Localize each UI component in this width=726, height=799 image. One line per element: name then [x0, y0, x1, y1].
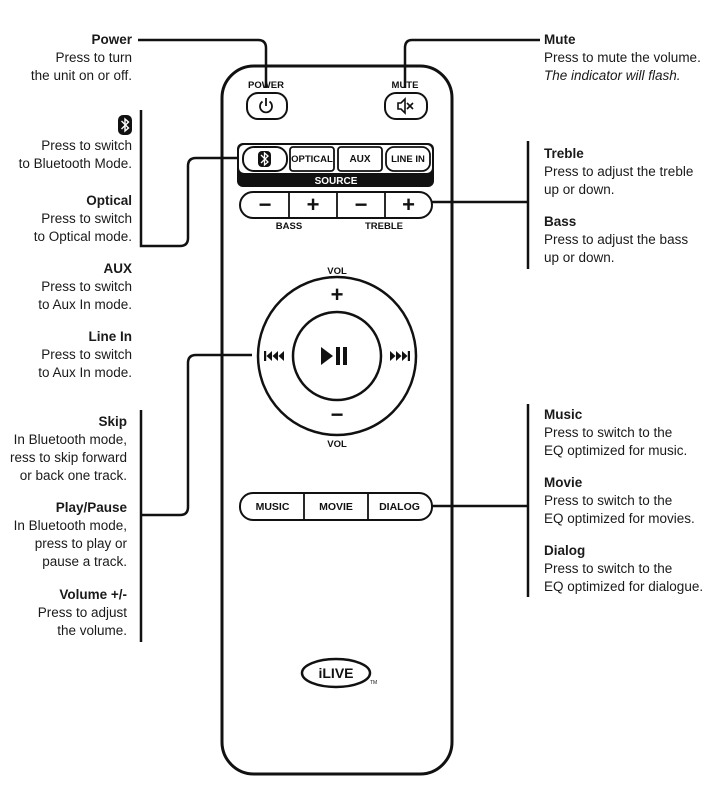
aux-title: AUX — [103, 261, 132, 276]
playpause-title: Play/Pause — [55, 500, 127, 515]
movie-desc-1: Press to switch to the — [544, 493, 673, 508]
bluetooth-callout-icon — [19, 115, 132, 137]
movie-callout: Movie Press to switch to the EQ optimize… — [544, 474, 695, 528]
music-desc-1: Press to switch to the — [544, 425, 673, 440]
bass-desc-1: Press to adjust the bass — [544, 232, 689, 247]
power-desc-2: the unit on or off. — [30, 68, 132, 83]
bass-title: Bass — [544, 214, 577, 229]
treble-title: Treble — [544, 146, 584, 161]
music-callout: Music Press to switch to the EQ optimize… — [544, 406, 687, 460]
dialog-callout: Dialog Press to switch to the EQ optimiz… — [544, 542, 703, 596]
vol-top-label: VOL — [327, 266, 347, 277]
dialog-title: Dialog — [544, 543, 586, 558]
treble-desc-2: up or down. — [544, 182, 615, 197]
music-button[interactable]: MUSIC — [255, 500, 290, 513]
dialog-button[interactable]: DIALOG — [379, 500, 420, 513]
bass-callout: Bass Press to adjust the bass up or down… — [544, 213, 688, 267]
bluetooth-callout: Press to switch to Bluetooth Mode. — [19, 115, 132, 173]
mute-title: Mute — [544, 32, 576, 47]
line-in-button[interactable] — [385, 146, 431, 172]
line-in-button-label: LINE IN — [391, 153, 425, 165]
optical-button-label: OPTICAL — [291, 153, 333, 165]
callout-lines — [138, 38, 540, 642]
volume-title: Volume +/- — [59, 587, 127, 602]
ilive-logo: iLIVE TM — [300, 657, 377, 689]
linein-callout: Line In Press to switch to Aux In mode. — [38, 328, 132, 382]
optical-button[interactable] — [289, 146, 335, 172]
aux-callout: AUX Press to switch to Aux In mode. — [38, 260, 132, 314]
playpause-desc-3: pause a track. — [42, 554, 127, 569]
mute-desc-2: The indicator will flash. — [544, 68, 681, 83]
dialog-desc-1: Press to switch to the — [544, 561, 673, 576]
treble-label: TREBLE — [365, 221, 403, 232]
skip-back-icon[interactable] — [264, 351, 284, 361]
optical-title: Optical — [86, 193, 132, 208]
playpause-desc-2: press to play or — [34, 536, 127, 551]
bluetooth-desc-2: to Bluetooth Mode. — [18, 156, 132, 171]
skip-callout: Skip In Bluetooth mode, ress to skip for… — [10, 413, 127, 485]
bluetooth-desc-1: Press to switch — [41, 138, 132, 153]
linein-desc-1: Press to switch — [41, 347, 132, 362]
mute-label: MUTE — [392, 80, 419, 91]
skip-desc-3: or back one track. — [19, 468, 127, 483]
bass-plus-button[interactable]: + — [306, 192, 320, 217]
bluetooth-icon — [258, 151, 271, 167]
vol-bottom-label: VOL — [327, 439, 347, 450]
playpause-desc-1: In Bluetooth mode, — [13, 518, 127, 533]
source-buttons-bg — [239, 145, 432, 173]
skip-desc-1: In Bluetooth mode, — [13, 432, 127, 447]
skip-title: Skip — [98, 414, 127, 429]
logo-trademark: TM — [370, 680, 377, 686]
linein-title: Line In — [88, 329, 133, 344]
bass-label: BASS — [276, 221, 302, 232]
mute-button[interactable] — [384, 92, 428, 120]
playpause-callout: Play/Pause In Bluetooth mode, press to p… — [14, 499, 127, 571]
power-title: Power — [91, 32, 132, 47]
aux-desc-2: to Aux In mode. — [38, 297, 132, 312]
power-label: POWER — [248, 80, 284, 91]
movie-title: Movie — [544, 475, 583, 490]
bluetooth-icon — [118, 115, 132, 135]
speaker-muted-icon — [397, 97, 414, 115]
mute-desc-1: Press to mute the volume. — [544, 50, 701, 65]
aux-desc-1: Press to switch — [41, 279, 132, 294]
dialog-desc-2: EQ optimized for dialogue. — [544, 579, 704, 594]
treble-minus-button[interactable]: − — [354, 192, 368, 217]
bass-minus-button[interactable]: − — [258, 192, 272, 217]
skip-desc-2: ress to skip forward — [9, 450, 127, 465]
mute-callout: Mute Press to mute the volume. The indic… — [544, 31, 701, 85]
optical-callout: Optical Press to switch to Optical mode. — [34, 192, 132, 246]
movie-desc-2: EQ optimized for movies. — [544, 511, 695, 526]
power-icon — [259, 98, 273, 114]
skip-forward-icon[interactable] — [390, 351, 410, 361]
linein-desc-2: to Aux In mode. — [38, 365, 132, 380]
play-pause-icon — [321, 347, 347, 365]
volume-up-button[interactable]: + — [330, 282, 344, 307]
volume-desc-2: the volume. — [57, 623, 127, 638]
aux-button[interactable] — [337, 146, 383, 172]
volume-callout: Volume +/- Press to adjust the volume. — [38, 586, 127, 640]
logo-text: iLIVE — [318, 665, 353, 681]
optical-desc-1: Press to switch — [41, 211, 132, 226]
treble-callout: Treble Press to adjust the treble up or … — [544, 145, 693, 199]
optical-desc-2: to Optical mode. — [33, 229, 132, 244]
tone-button-group — [239, 191, 433, 219]
music-title: Music — [544, 407, 583, 422]
power-button[interactable] — [246, 92, 288, 120]
movie-button[interactable]: MOVIE — [319, 500, 353, 513]
source-label: SOURCE — [315, 176, 358, 187]
volume-desc-1: Press to adjust — [37, 605, 127, 620]
bass-desc-2: up or down. — [544, 250, 615, 265]
treble-desc-1: Press to adjust the treble — [544, 164, 694, 179]
volume-down-button[interactable]: − — [330, 402, 344, 427]
power-desc-1: Press to turn — [55, 50, 132, 65]
treble-plus-button[interactable]: + — [402, 192, 415, 217]
eq-button-group — [239, 492, 433, 521]
power-callout: Power Press to turn the unit on or off. — [31, 31, 132, 85]
music-desc-2: EQ optimized for music. — [544, 443, 688, 458]
aux-button-label: AUX — [349, 153, 371, 165]
